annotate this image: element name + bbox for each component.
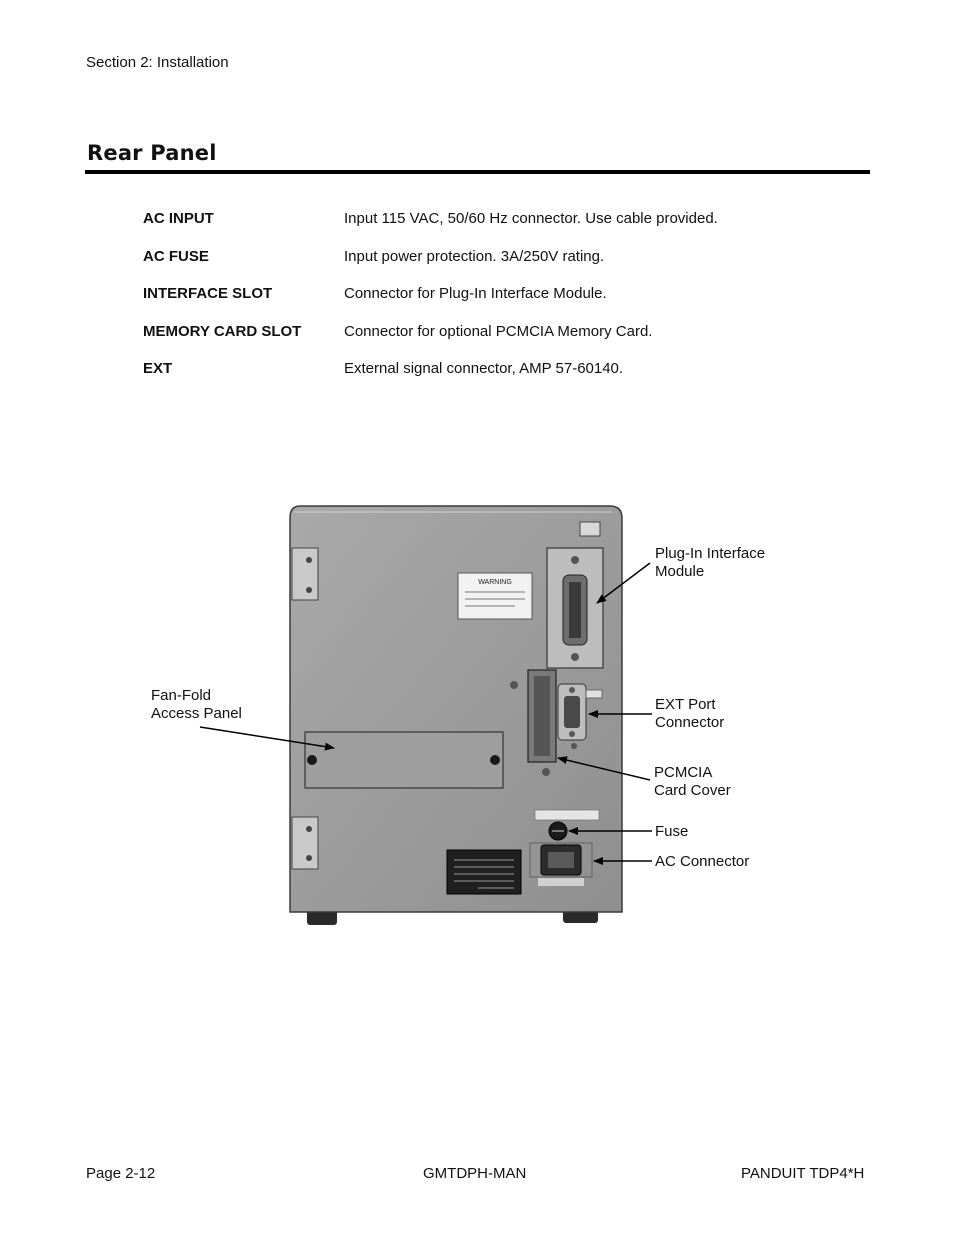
plugin-interface-module bbox=[547, 548, 603, 668]
footer-doc-id: GMTDPH-MAN bbox=[423, 1165, 526, 1182]
hinge-bottom bbox=[292, 817, 318, 869]
footer-page-number: Page 2-12 bbox=[86, 1165, 155, 1182]
rating-plate bbox=[447, 850, 521, 894]
callout-fuse: Fuse bbox=[655, 823, 688, 841]
small-switch bbox=[580, 522, 600, 536]
hinge-top bbox=[292, 548, 318, 600]
fanfold-access-panel bbox=[305, 732, 503, 788]
callout-ac-connector: AC Connector bbox=[655, 853, 749, 871]
callout-fanfold-panel: Fan-Fold Access Panel bbox=[151, 687, 242, 722]
callout-plugin-module: Plug-In Interface Module bbox=[655, 545, 765, 580]
warning-label: WARNING bbox=[458, 573, 532, 619]
footer-product: PANDUIT TDP4*H bbox=[741, 1165, 864, 1182]
callout-ext-port: EXT Port Connector bbox=[655, 696, 724, 731]
warning-label-text: WARNING bbox=[478, 579, 512, 586]
callout-pcmcia-cover: PCMCIA Card Cover bbox=[654, 764, 731, 799]
